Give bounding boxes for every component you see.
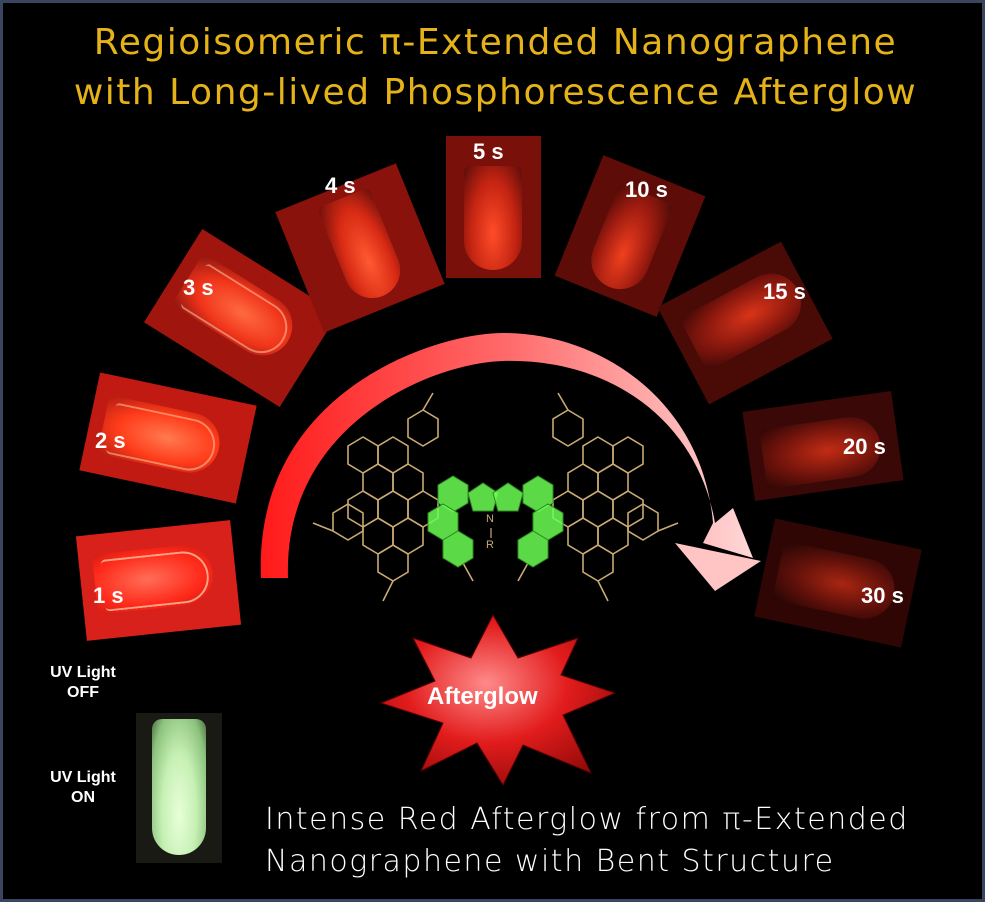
time-label-20s: 20 s	[843, 434, 886, 459]
time-label-10s: 10 s	[625, 177, 668, 202]
uv-off-label: UV Light OFF	[33, 663, 133, 703]
uv-on-tube-photo	[136, 713, 222, 863]
title-line-2: with Long-lived Phosphorescence Afterglo…	[73, 72, 918, 113]
uv-off-line-2: OFF	[67, 684, 99, 701]
uv-off-line-1: UV Light	[50, 664, 116, 681]
tube-5s	[446, 136, 541, 278]
atom-r-label: R	[486, 539, 494, 551]
afterglow-label: Afterglow	[427, 683, 538, 710]
time-label-3s: 3 s	[183, 275, 214, 300]
time-label-30s: 30 s	[861, 583, 904, 608]
caption-line-1: Intense Red Afterglow from π-Extended	[265, 802, 909, 837]
title-line-1: Regioisomeric π-Extended Nanographene	[93, 22, 898, 63]
atom-n-label: N	[486, 513, 494, 525]
caption: Intense Red Afterglow from π-Extended Na…	[265, 799, 909, 883]
time-label-5s: 5 s	[473, 139, 504, 164]
caption-line-2: Nanographene with Bent Structure	[265, 844, 835, 879]
time-label-4s: 4 s	[325, 173, 356, 198]
starburst	[379, 613, 617, 787]
time-label-15s: 15 s	[763, 279, 806, 304]
time-label-1s: 1 s	[93, 583, 124, 608]
graphic-layer	[260, 333, 761, 787]
uv-green-glow	[152, 719, 206, 855]
time-label-2s: 2 s	[95, 428, 126, 453]
molecule-structure	[312, 392, 679, 602]
tube-1s	[75, 520, 242, 641]
time-arc-arrow	[260, 333, 753, 578]
highlighted-core	[427, 475, 564, 568]
arrow-head	[675, 543, 761, 591]
uv-on-label: UV Light ON	[33, 768, 133, 808]
uv-on-line-1: UV Light	[50, 769, 116, 786]
uv-on-line-2: ON	[71, 789, 95, 806]
